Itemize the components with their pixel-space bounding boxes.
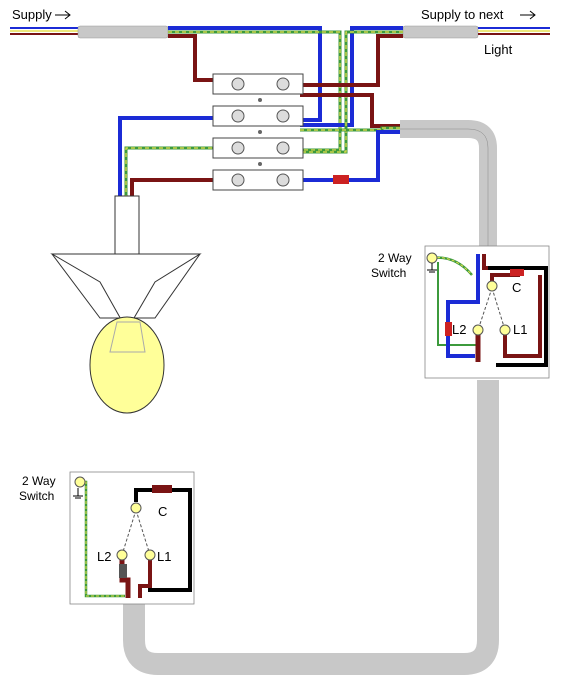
supply-cable-out: [402, 25, 550, 39]
label-l2-right: L2: [452, 322, 467, 337]
earth-symbol-icon: [427, 263, 437, 273]
label-supply-to-next: Supply to next: [421, 7, 504, 22]
switch-cable-wires: [300, 93, 400, 184]
label-l1-left: L1: [157, 549, 172, 564]
ceiling-rose: [114, 195, 140, 257]
earth-symbol-icon: [73, 488, 83, 499]
right-arrow-icon: [55, 10, 71, 20]
label-supply: Supply: [12, 7, 52, 22]
label-l2-left: L2: [97, 549, 112, 564]
label-light: Light: [484, 42, 513, 57]
bulb-icon: [89, 316, 165, 414]
supply-out-wires: [300, 26, 403, 154]
junction-box: [212, 73, 304, 191]
strapping-cable: [123, 380, 499, 675]
lampshade: [50, 253, 202, 332]
light-wires: [118, 116, 240, 196]
earth-terminal-right: [426, 252, 438, 264]
label-l1-right: L1: [513, 322, 528, 337]
label-switch-right-line1: 2 Way: [378, 251, 412, 265]
switch-right: [424, 245, 550, 379]
label-common-left: C: [158, 504, 168, 519]
label-switch-left-line1: 2 Way: [22, 474, 56, 488]
label-switch-right-line2: Switch: [371, 266, 407, 280]
label-common-right: C: [512, 280, 522, 295]
label-switch-left-line2: Switch: [19, 489, 55, 503]
supply-cable-in: [10, 25, 169, 39]
switch-left: [69, 471, 195, 605]
earth-terminal-left: [74, 476, 86, 488]
right-arrow-icon: [520, 10, 536, 20]
switch-cable: [400, 120, 497, 248]
